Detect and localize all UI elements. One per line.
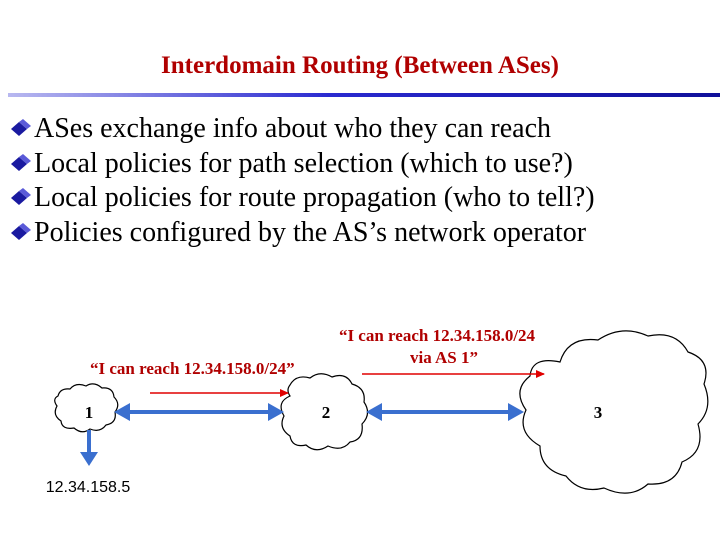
as2-cloud: 2 <box>280 373 369 451</box>
bullet-list: ASes exchange info about who they can re… <box>8 112 595 250</box>
as2-label: 2 <box>322 403 331 422</box>
bullet-item: Local policies for route propagation (wh… <box>8 181 595 216</box>
as1-label: 1 <box>85 403 94 422</box>
bullet-text: Local policies for route propagation (wh… <box>34 182 595 213</box>
title-divider <box>8 93 720 97</box>
bullet-item: ASes exchange info about who they can re… <box>8 112 595 147</box>
host-address: 12.34.158.5 <box>46 479 131 496</box>
announcement-as2-line2: via AS 1” <box>410 348 478 367</box>
link-as2-as3 <box>366 403 524 421</box>
as3-cloud: 3 <box>519 330 709 494</box>
bullet-text: Local policies for path selection (which… <box>34 147 573 179</box>
link-as1-as2 <box>114 403 284 421</box>
bullet-item: Policies configured by the AS’s network … <box>8 216 595 251</box>
bullet-icon <box>11 188 31 205</box>
bullet-item: Local policies for path selection (which… <box>8 147 595 182</box>
host-arrow <box>80 430 98 466</box>
bullet-icon <box>11 222 31 240</box>
bullet-text: ASes exchange info about who they can re… <box>34 113 552 144</box>
bullet-icon <box>11 153 31 171</box>
slide-title: Interdomain Routing (Between ASes) <box>161 52 559 79</box>
announcement-as2-line1: “I can reach 12.34.158.0/24 <box>339 326 536 345</box>
as1-cloud: 1 <box>54 383 119 433</box>
as3-label: 3 <box>594 403 603 422</box>
bullet-text: Policies configured by the AS’s network … <box>34 216 587 248</box>
bullet-icon <box>11 119 31 136</box>
announcement-as1: “I can reach 12.34.158.0/24” <box>90 359 295 378</box>
